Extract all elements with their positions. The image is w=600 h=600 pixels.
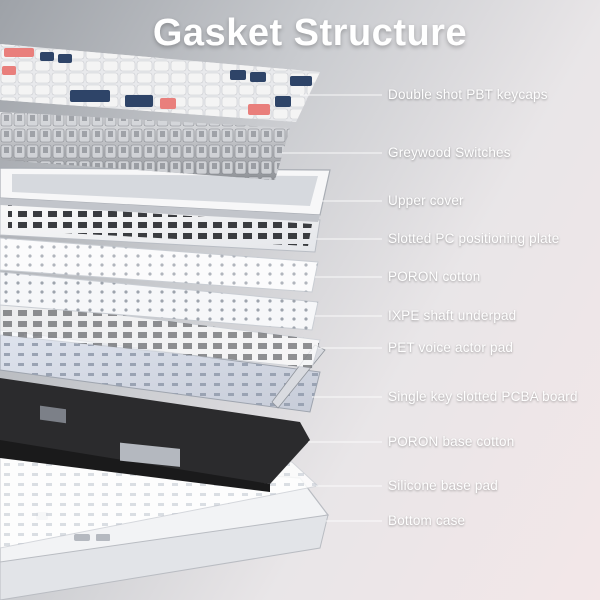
label-poron-cotton: PORON cotton	[388, 269, 481, 284]
label-ixpe-underpad: IXPE shaft underpad	[388, 308, 517, 323]
label-keycaps: Double shot PBT keycaps	[388, 87, 548, 102]
pcba-board-layer	[0, 329, 326, 413]
label-switches: Greywood Switches	[388, 145, 511, 160]
label-silicone-base-pad: Silicone base pad	[388, 478, 498, 493]
label-poron-base-cotton: PORON base cotton	[388, 434, 515, 449]
page-title: Gasket Structure	[152, 12, 468, 54]
switches-layer	[0, 112, 290, 180]
upper-cover-layer	[0, 167, 331, 222]
label-bottom-case: Bottom case	[388, 513, 466, 528]
ixpe-underpad-layer	[0, 271, 319, 331]
poron-cotton-layer	[0, 237, 319, 293]
label-positioning-plate: Slotted PC positioning plate	[388, 231, 560, 246]
label-pcba-board: Single key slotted PCBA board	[388, 389, 578, 404]
label-upper-cover: Upper cover	[388, 193, 464, 208]
poron-base-cotton-layer	[0, 378, 310, 492]
label-pet-pad: PET voice actor pad	[388, 340, 514, 355]
leader-lines	[282, 94, 382, 522]
keycaps-layer	[0, 44, 320, 122]
pet-pad-layer	[0, 299, 321, 369]
